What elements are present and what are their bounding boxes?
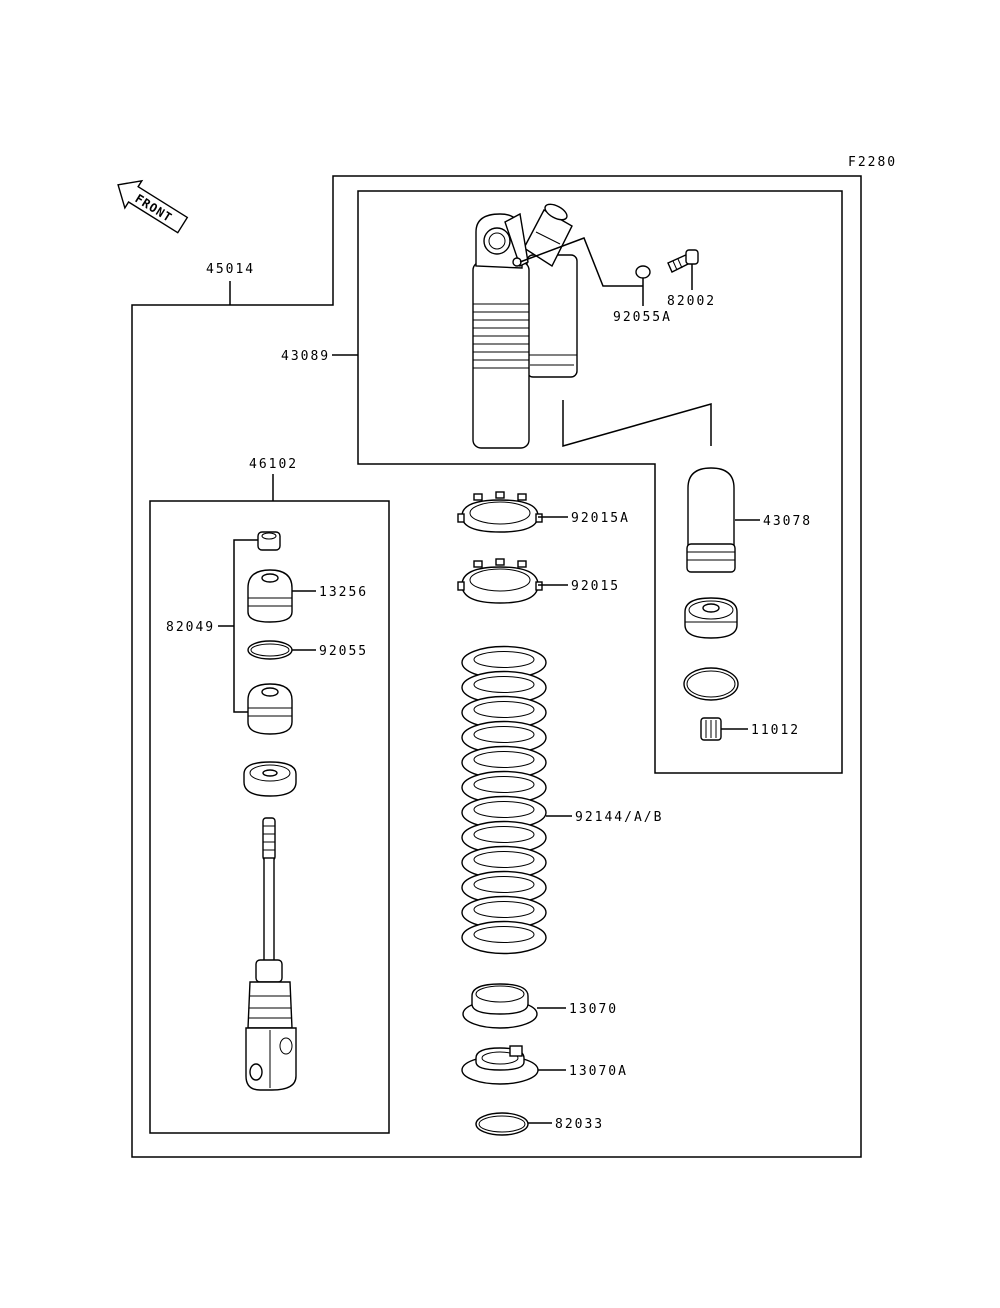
o-ring-92055A <box>635 265 651 279</box>
label-82049: 82049 <box>166 620 215 635</box>
label-92015A: 92015A <box>571 511 630 526</box>
label-46102: 46102 <box>249 457 298 472</box>
valve-13256 <box>247 569 293 623</box>
nut-11012 <box>700 717 722 741</box>
label-11012: 11012 <box>751 723 800 738</box>
shock-body <box>472 203 578 449</box>
circlip-82033 <box>475 1112 529 1136</box>
rod-nut <box>257 531 281 551</box>
label-82002: 82002 <box>667 294 716 309</box>
label-92055: 92055 <box>319 644 368 659</box>
label-45014: 45014 <box>206 262 255 277</box>
coil-spring-92144 <box>461 645 547 955</box>
reservoir-43078 <box>686 467 736 573</box>
label-92144: 92144/A/B <box>575 810 663 825</box>
circlip <box>683 667 739 701</box>
spring-nut-92015 <box>457 558 543 604</box>
outer-assembly-frame <box>131 175 862 1158</box>
rod-seal <box>243 761 297 797</box>
stopper-13070A <box>461 1045 539 1085</box>
label-13256: 13256 <box>319 585 368 600</box>
spring-nut-92015A <box>457 491 543 533</box>
body-assembly-frame <box>357 190 843 774</box>
valve-82002 <box>667 249 699 273</box>
reservoir-cap <box>684 597 738 639</box>
figure-code: F2280 <box>848 155 897 170</box>
lower-valve <box>247 683 293 735</box>
label-43089: 43089 <box>281 349 330 364</box>
label-92055A: 92055A <box>613 310 672 325</box>
label-13070: 13070 <box>569 1002 618 1017</box>
front-arrow-icon: FRONT <box>117 179 189 234</box>
rod-assembly-frame <box>149 500 390 1134</box>
label-82033: 82033 <box>555 1117 604 1132</box>
piston-rod <box>245 817 297 1091</box>
label-92015: 92015 <box>571 579 620 594</box>
label-13070A: 13070A <box>569 1064 628 1079</box>
spring-seat-13070 <box>462 983 538 1029</box>
label-43078: 43078 <box>763 514 812 529</box>
